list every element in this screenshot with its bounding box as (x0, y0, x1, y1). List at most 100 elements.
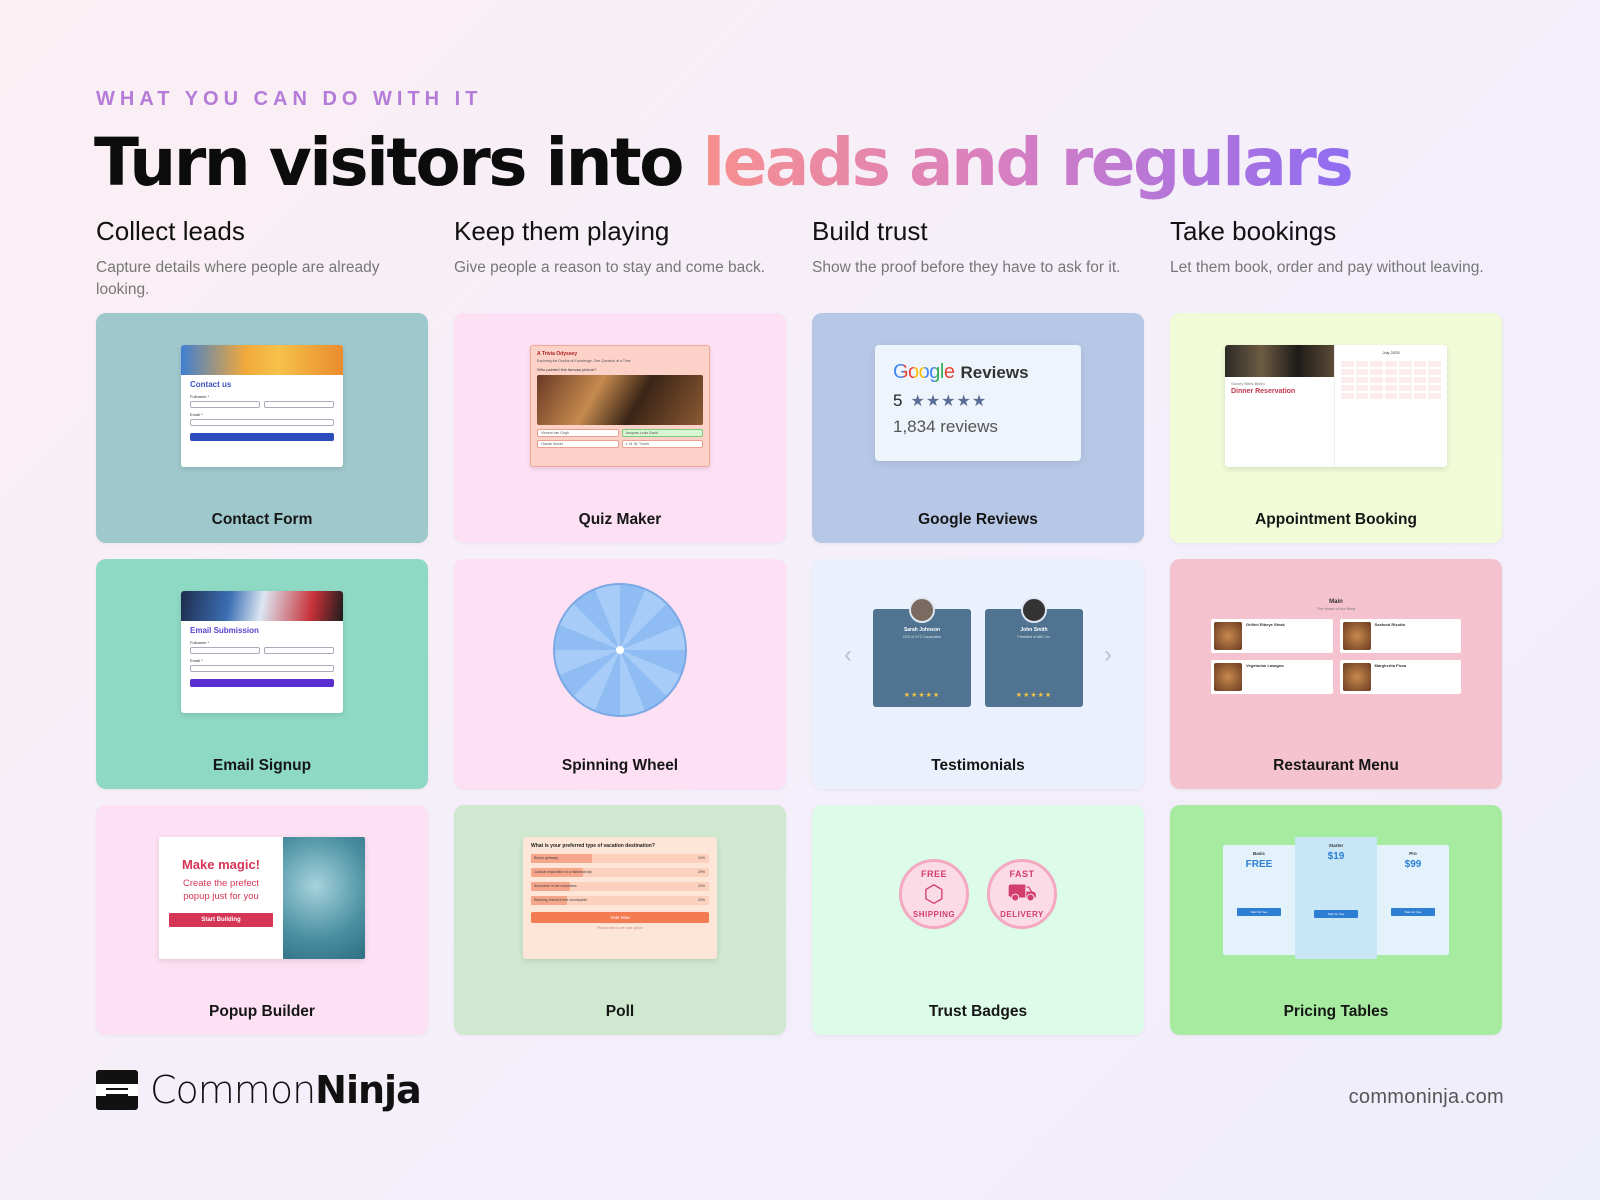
calendar-day (1428, 385, 1441, 391)
pricing-preview: Basic FREE Start for free Starter $19 St… (1223, 837, 1449, 959)
calendar-day (1341, 393, 1354, 399)
calendar-day (1428, 377, 1441, 383)
calendar-day (1413, 369, 1427, 375)
poll-option-percent: 34% (697, 856, 705, 860)
dish-image (1214, 663, 1242, 691)
first-name-input (190, 401, 260, 408)
card-label: Spinning Wheel (561, 757, 679, 774)
calendar-day (1399, 393, 1412, 399)
card-label: Poll (605, 1003, 635, 1020)
card-email-signup[interactable]: Email Submission Fullname * Email * Emai… (96, 559, 428, 789)
calendar-day (1413, 385, 1427, 391)
poll-option: Cultural exploration in a historical cit… (531, 868, 709, 877)
plan-price: $99 (1404, 859, 1422, 870)
calendar-day (1341, 361, 1354, 367)
contact-form-preview: Contact us Fullname * Email * (181, 345, 343, 467)
card-restaurant-menu[interactable]: Main The Heart of the Meal Grilled Ribey… (1170, 559, 1502, 789)
quiz-answer: J. M. W. Turner (621, 440, 703, 448)
column-title: Take bookings (1170, 216, 1337, 246)
card-pricing-tables[interactable]: Basic FREE Start for free Starter $19 St… (1170, 805, 1502, 1035)
restaurant-photo (1225, 345, 1334, 377)
dish-name: Margherita Pizza (1374, 663, 1407, 668)
poll-option-label: Relaxing retreat in the countryside (534, 898, 588, 902)
card-label: Testimonials (931, 757, 1025, 774)
pricing-column-starter: Starter $19 Start for free (1295, 837, 1377, 959)
calendar-day (1413, 361, 1427, 367)
card-label: Quiz Maker (578, 511, 662, 528)
testimonial-card: John Smith President of ABC Inc. ★★★★★ (985, 597, 1083, 707)
menu-item: Margherita Pizza (1339, 660, 1461, 694)
calendar-day (1399, 369, 1412, 375)
brand-logo[interactable]: CommonNinja (96, 1068, 422, 1112)
card-popup-builder[interactable]: Make magic! Create the prefect popup jus… (96, 805, 428, 1035)
submit-button (190, 679, 334, 687)
quiz-preview: A Trivia Odyssey Exploring the Depths of… (530, 345, 710, 467)
pool-image (283, 837, 365, 959)
popup-line: popup just for you (183, 891, 259, 902)
poll-option-percent: 29% (697, 870, 705, 874)
booking-preview: Savory Bites Bistro Dinner Reservation J… (1225, 345, 1447, 467)
fast-delivery-badge: FAST ⛟ DELIVERY (987, 859, 1057, 929)
calendar-month: July 2025 (1382, 350, 1400, 355)
calendar-day (1355, 361, 1369, 367)
dish-image (1342, 663, 1371, 691)
calendar-day (1341, 369, 1354, 375)
email-label: Email * (190, 658, 203, 663)
card-testimonials[interactable]: ‹ › Sarah Johnson CEO of XYZ Corporation… (812, 559, 1144, 789)
menu-item: Seafood Risotto (1339, 619, 1461, 653)
star-rating-icon: ★★★★★ (1015, 692, 1053, 699)
brand-wordmark: CommonNinja (150, 1068, 422, 1112)
plan-button: Start for free (1391, 908, 1435, 916)
column-title: Build trust (812, 216, 928, 246)
dish-name: Seafood Risotto (1374, 622, 1406, 627)
badge-top-text: FAST (1009, 869, 1035, 879)
card-trust-badges[interactable]: FREE ⬡ SHIPPING FAST ⛟ DELIVERY Trust Ba… (812, 805, 1144, 1035)
popup-line: Create the prefect (182, 878, 260, 889)
email-input (190, 419, 334, 426)
badge-top-text: FREE (920, 869, 947, 879)
poll-question: What is your preferred type of vacation … (531, 843, 655, 849)
menu-item: Vegetarian Lasagna (1211, 660, 1333, 694)
calendar-day (1355, 369, 1369, 375)
card-label: Pricing Tables (1283, 1003, 1389, 1020)
calendar-day (1355, 385, 1369, 391)
review-count: 1,834 reviews (893, 417, 998, 436)
google-logo: Google (893, 361, 955, 383)
popup-headline: Make magic! (181, 857, 261, 872)
dish-image (1214, 622, 1242, 650)
last-name-input (264, 401, 334, 408)
poll-option: Beach getaway 34% (531, 854, 709, 863)
mail-image (181, 591, 343, 621)
widget-grid: Contact us Fullname * Email * Contact Fo… (96, 313, 1502, 1035)
calendar-day (1384, 369, 1398, 375)
card-contact-form[interactable]: Contact us Fullname * Email * Contact Fo… (96, 313, 428, 543)
card-label: Trust Badges (928, 1003, 1028, 1020)
email-label: Email * (190, 412, 203, 417)
column-title: Collect leads (96, 216, 245, 246)
calendar-day (1355, 377, 1369, 383)
calendar-day (1399, 385, 1412, 391)
booking-title: Dinner Reservation (1231, 388, 1296, 395)
quiz-answer: Vincent van Gogh (537, 429, 619, 437)
testimonials-preview: Sarah Johnson CEO of XYZ Corporation ★★★… (873, 597, 1083, 707)
plan-name: Basic (1252, 851, 1265, 856)
card-label: Email Signup (212, 757, 312, 774)
card-appointment-booking[interactable]: Savory Bites Bistro Dinner Reservation J… (1170, 313, 1502, 543)
card-label: Popup Builder (209, 1003, 315, 1020)
quiz-answer-correct: Jacques-Louis David (621, 429, 703, 437)
avatar (909, 597, 935, 623)
card-poll[interactable]: What is your preferred type of vacation … (454, 805, 786, 1035)
headline-highlight: leads and regulars (702, 124, 1354, 201)
headline-plain: Turn visitors into (94, 124, 703, 201)
site-url[interactable]: commoninja.com (1348, 1086, 1504, 1108)
card-quiz-maker[interactable]: A Trivia Odyssey Exploring the Depths of… (454, 313, 786, 543)
poll-preview: What is your preferred type of vacation … (523, 837, 717, 959)
poll-option-percent: 22% (697, 884, 705, 888)
calendar-day (1413, 393, 1427, 399)
card-spinning-wheel[interactable]: Spinning Wheel (454, 559, 786, 789)
poll-option-label: Beach getaway (534, 856, 558, 860)
calendar-day (1355, 393, 1369, 399)
